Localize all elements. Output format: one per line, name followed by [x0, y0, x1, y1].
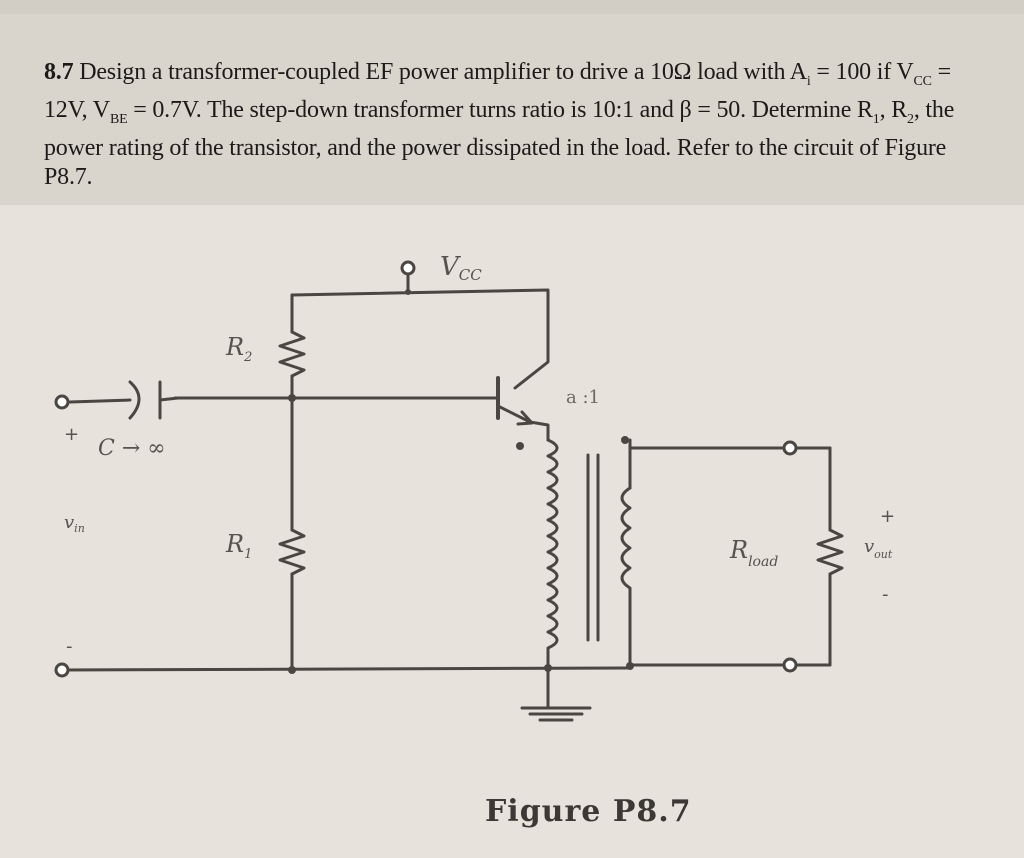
problem-line-3: power rating of the transistor, and the … [44, 134, 947, 161]
output-terminal-bottom [782, 657, 798, 673]
r1-zigzag [278, 528, 306, 576]
capacitor-to-base [158, 396, 180, 402]
vin-minus: - [66, 636, 73, 657]
vcc-dot [405, 289, 411, 295]
vout-minus: - [882, 584, 889, 605]
transistor-emitter-lead [496, 404, 532, 424]
circuit-diagram: VCC R2 R1 C → ∞ vin Rload vout + - + - a… [54, 252, 895, 722]
problem-number: 8.7 [44, 59, 74, 85]
junction-r1-ground [288, 666, 296, 674]
figure-caption: Figure P8.7 [485, 794, 692, 829]
cropped-header-strip [0, 0, 1024, 14]
vin-label: vin [64, 512, 85, 535]
input-terminal-bottom [54, 662, 70, 678]
rload-label: Rload [729, 536, 778, 570]
secondary-dot [621, 436, 629, 444]
vcc-label: VCC [440, 252, 482, 284]
output-terminal-top [782, 440, 798, 456]
vin-plus: + [64, 424, 79, 445]
vcc-rail [290, 288, 550, 390]
problem-text: 8.7 Design a transformer-coupled EF powe… [44, 58, 994, 192]
turns-ratio-label: a :1 [566, 387, 600, 408]
primary-coil [546, 438, 559, 662]
vout-label: vout [864, 536, 893, 561]
r2-zigzag [278, 330, 306, 378]
primary-dot [516, 442, 524, 450]
rload-zigzag [816, 528, 844, 576]
r2-label: R2 [225, 333, 252, 365]
r1-label: R1 [225, 530, 252, 562]
junction-primary-ground [544, 664, 552, 672]
input-wire [68, 398, 132, 404]
common-ground-wire [60, 666, 632, 672]
vout-plus: + [880, 506, 895, 527]
problem-statement-region: 8.7 Design a transformer-coupled EF powe… [0, 0, 1024, 205]
junction-r2-base [288, 394, 296, 402]
problem-line-2: 12V, VBE = 0.7V. The step-down transform… [44, 96, 955, 127]
capacitor-curved-plate [128, 380, 141, 420]
emitter-wire [528, 420, 550, 442]
junction-secondary-ground [626, 662, 634, 670]
problem-line-4: P8.7. [44, 163, 93, 190]
vcc-terminal [400, 260, 416, 276]
input-terminal-top [54, 394, 70, 410]
capacitor-label: C → ∞ [98, 436, 166, 461]
secondary-coil [620, 486, 632, 602]
problem-line-1: 8.7 Design a transformer-coupled EF powe… [44, 59, 951, 89]
